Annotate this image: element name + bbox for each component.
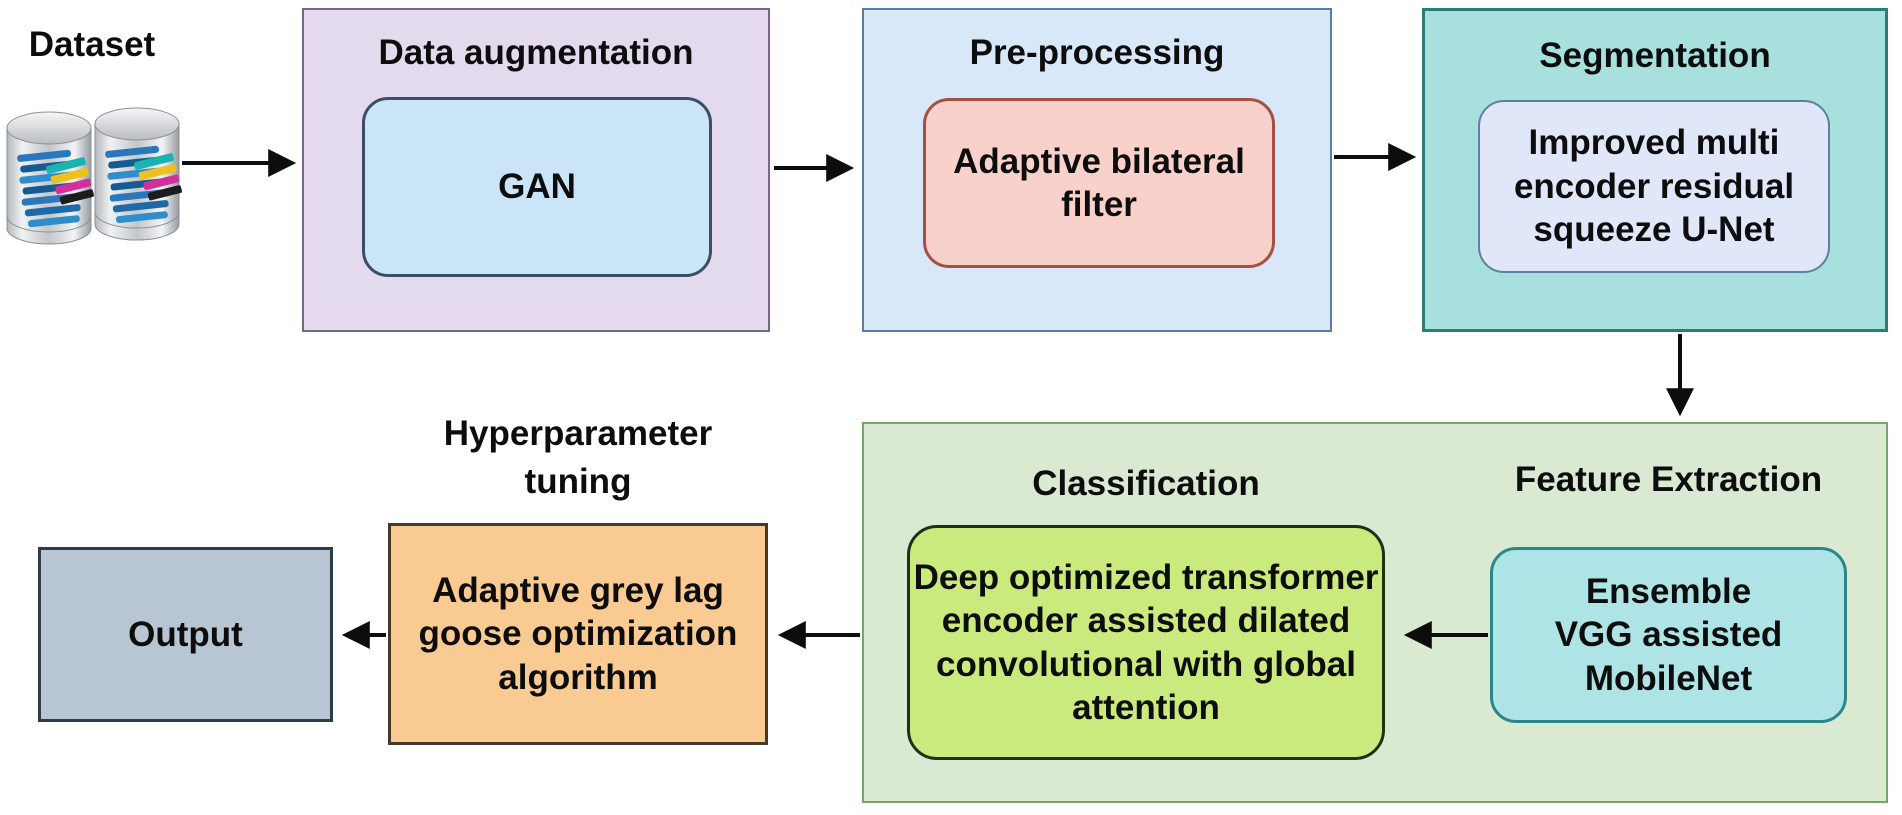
method-box-adaptive-bilateral-filter: Adaptive bilateral filter [923,98,1275,268]
method-box-ensemble-vgg-mobilenet: Ensemble VGG assisted MobileNet [1490,547,1847,723]
method-box-goose-optimization: Adaptive grey lag goose optimization alg… [388,523,768,745]
dataset-label: Dataset [28,25,156,64]
method-box-transformer-classifier: Deep optimized transformer encoder assis… [907,525,1385,760]
database-icon [6,107,182,245]
stage-title-data-augmentation: Data augmentation [378,33,694,72]
stage-title-pre-processing: Pre-processing [969,33,1225,72]
stage-title-hyperparameter-tuning: Hyperparameter tuning [443,414,713,502]
stage-title-segmentation: Segmentation [1539,36,1771,75]
method-box-squeeze-unet: Improved multi encoder residual squeeze … [1478,100,1830,273]
output-box: Output [38,547,333,722]
stage-title-classification: Classification [1032,464,1260,503]
method-box-gan: GAN [362,97,712,277]
stage-title-feature-extraction: Feature Extraction [1514,460,1823,499]
